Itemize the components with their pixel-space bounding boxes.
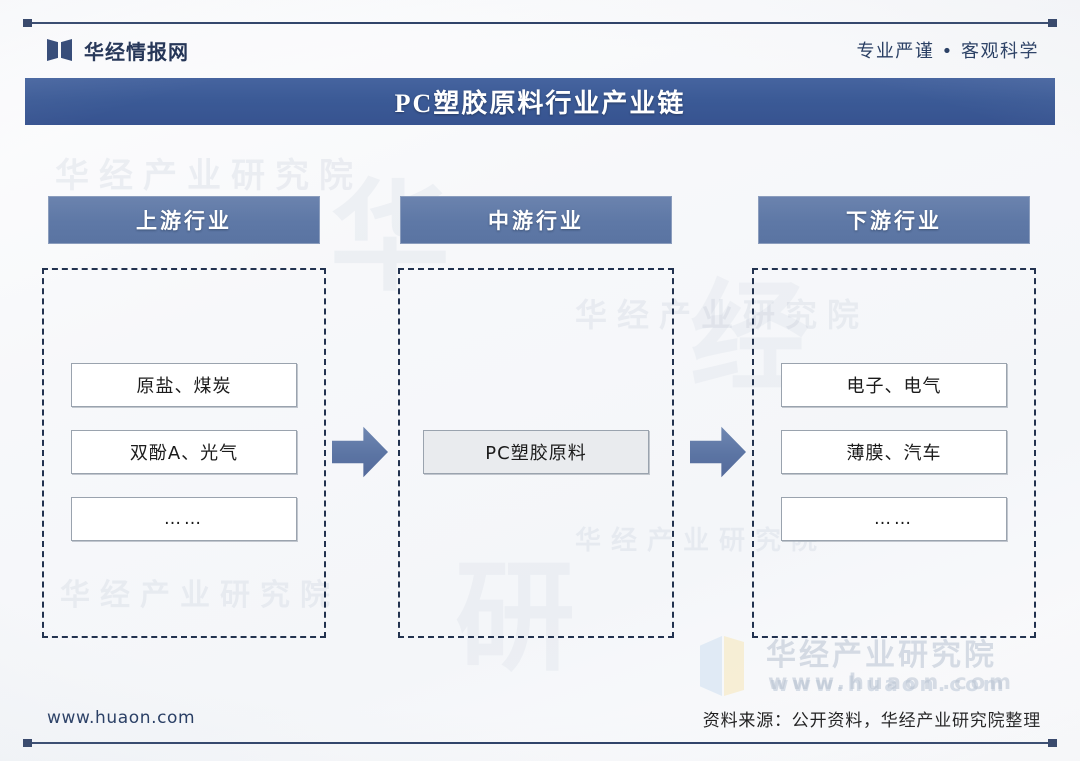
title-banner: PC塑胶原料行业产业链 [25,78,1055,125]
upstream-item-2: 双酚A、光气 [71,430,297,474]
rule-cap-left [23,739,32,747]
top-divider-rule [23,19,1057,27]
column-container-midstream [398,268,674,638]
page-header: 华经情报网 专业严谨 • 客观科学 [25,28,1055,72]
rule-cap-right [1048,19,1057,27]
column-heading-downstream: 下游行业 [758,196,1030,244]
midstream-item-1: PC塑胶原料 [423,430,649,474]
brand-name: 华经情报网 [84,39,189,64]
page-footer: www.huaon.com 资料来源：公开资料，华经产业研究院整理 [25,700,1055,736]
watermark-url-top: www.huaon.com [770,672,1008,696]
downstream-item-1: 电子、电气 [781,363,1007,407]
rule-cap-right [1048,739,1057,747]
arrow-right-icon [690,426,746,478]
column-heading-label: 上游行业 [136,209,232,233]
item-label: 电子、电气 [846,376,942,397]
rule-cap-left [23,19,32,27]
page-title: PC塑胶原料行业产业链 [394,89,686,118]
huaon-book-icon [700,636,756,696]
background-watermark-text: 华经产业研究院 [55,156,363,196]
downstream-item-3: …… [781,497,1007,541]
column-heading-upstream: 上游行业 [48,196,320,244]
column-heading-midstream: 中游行业 [400,196,672,244]
item-label: PC塑胶原料 [485,443,587,464]
column-heading-label: 中游行业 [488,209,584,233]
footer-site-url: www.huaon.com [47,708,196,728]
brand-logo: 华经情报网 [25,36,189,65]
item-label: 双酚A、光气 [129,443,239,464]
item-label: 原盐、煤炭 [136,376,232,397]
column-container-upstream [42,268,326,638]
item-label: 薄膜、汽车 [846,443,942,464]
column-container-downstream [752,268,1036,638]
downstream-item-2: 薄膜、汽车 [781,430,1007,474]
watermark-logo: 华经产业研究院 www.huaon.com [700,630,1040,704]
item-label: …… [874,509,914,529]
watermark-url: www.huaon.com [768,670,1016,694]
footer-source-note: 资料来源：公开资料，华经产业研究院整理 [702,710,1041,731]
column-heading-label: 下游行业 [846,209,942,233]
bottom-divider-rule [23,739,1057,747]
huajing-flag-icon [47,39,73,61]
header-tagline: 专业严谨 • 客观科学 [856,41,1039,62]
upstream-item-3: …… [71,497,297,541]
arrow-right-icon [332,426,388,478]
item-label: …… [164,509,204,529]
upstream-item-1: 原盐、煤炭 [71,363,297,407]
